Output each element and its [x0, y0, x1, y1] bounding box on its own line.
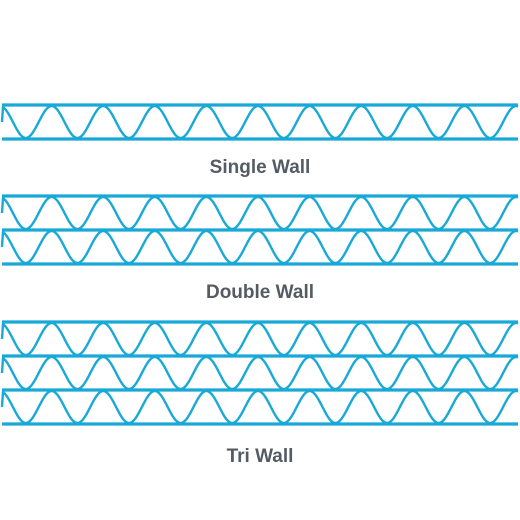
flute-wave-1 [0, 104, 519, 140]
tri-wall-label: Tri Wall [226, 446, 294, 467]
flute-wave-3 [0, 389, 519, 425]
single-wall-label: Single Wall [209, 157, 311, 178]
flute-wave-1 [0, 321, 519, 357]
flute-wave-2 [0, 229, 519, 265]
tri-wall-board [0, 320, 519, 426]
single-wall-board [0, 103, 519, 141]
double-wall-label: Double Wall [205, 282, 315, 303]
flute-wave-2 [0, 355, 519, 391]
double-wall-board [0, 194, 519, 266]
flute-wave-1 [0, 195, 519, 231]
